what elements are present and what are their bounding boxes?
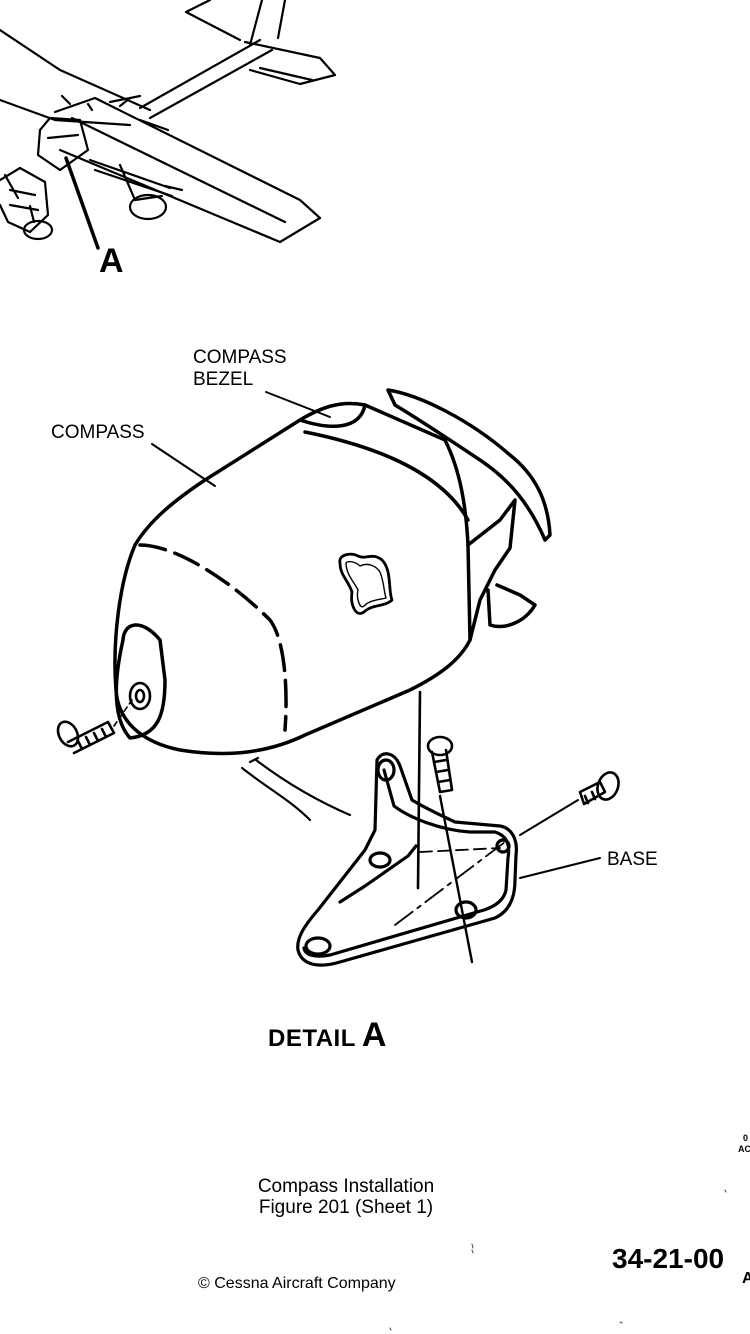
compass-base: [296, 752, 518, 967]
edge-text-2: AC: [738, 1144, 750, 1154]
compass-bezel-leader: [265, 391, 331, 418]
compass-leader: [151, 443, 216, 487]
scan-specks: [389, 1189, 727, 1331]
document-number: 34-21-00: [612, 1243, 725, 1274]
detail-word: DETAIL: [268, 1025, 356, 1052]
compass-wires: [240, 756, 352, 822]
left-screw: [56, 681, 152, 755]
edge-text-3: A: [742, 1270, 750, 1287]
caption-title: Compass Installation: [257, 1176, 435, 1197]
base-label: BASE: [607, 849, 658, 870]
compass-body: [113, 388, 552, 756]
mount-centerline: [416, 690, 422, 890]
copyright-notice: © Cessna Aircraft Company: [198, 1275, 396, 1292]
callout-a-leader: [64, 156, 100, 250]
detail-letter: A: [361, 1016, 387, 1054]
airplane-illustration: [0, 0, 337, 244]
base-screw: [426, 735, 474, 964]
compass-bezel-label-line1: COMPASS: [193, 347, 287, 368]
base-leader: [519, 857, 601, 879]
compass-label: COMPASS: [51, 422, 145, 443]
right-screw: [519, 771, 620, 836]
callout-a-label: A: [99, 242, 124, 280]
compass-bezel-label-line2: BEZEL: [193, 369, 254, 390]
edge-text-1: 0: [743, 1133, 749, 1143]
caption-figure: Figure 201 (Sheet 1): [258, 1197, 434, 1218]
